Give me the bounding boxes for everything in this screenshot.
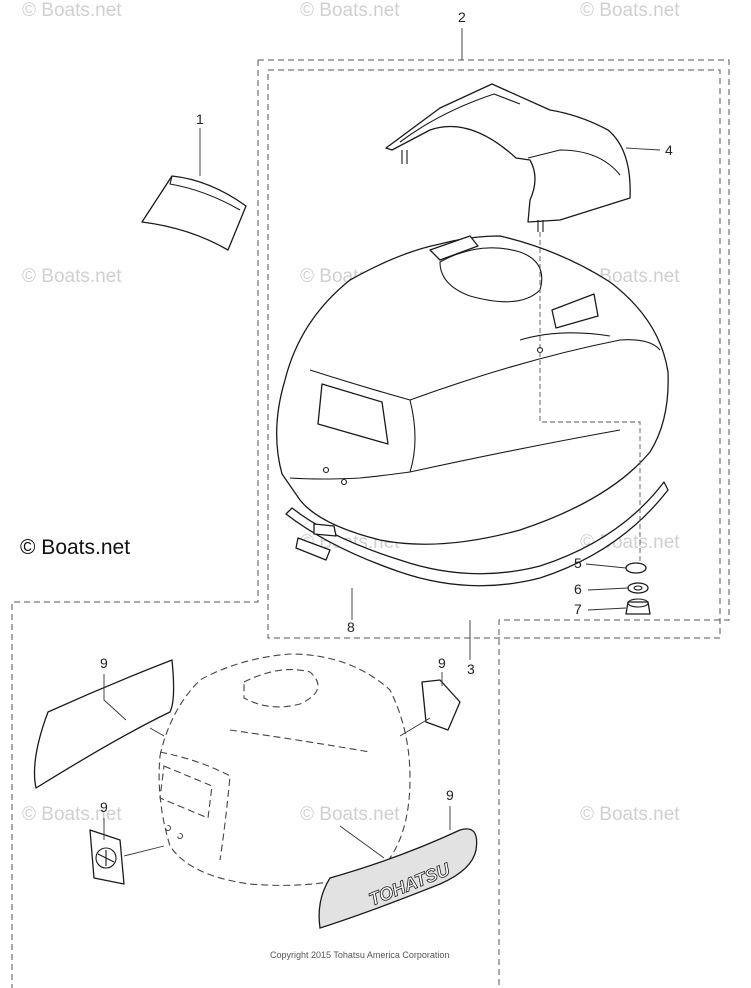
callout-7: 7 — [574, 601, 582, 617]
part-5-washer[interactable] — [625, 562, 647, 574]
lower-cowling-hole — [164, 824, 172, 832]
washer-hole — [633, 585, 643, 591]
leader-line-9d-target — [339, 825, 385, 859]
cowling-tab — [551, 293, 599, 329]
lower-cowling-crease — [159, 751, 231, 861]
callout-3: 3 — [467, 661, 475, 677]
watermark: © Boats.net — [580, 0, 680, 21]
cowling-crease-line — [519, 332, 611, 341]
fastener-path — [539, 232, 641, 562]
cowling-crease-line — [409, 429, 621, 473]
nut-top — [627, 598, 649, 608]
lower-cowling-opening — [243, 669, 319, 708]
callout-9: 9 — [438, 655, 446, 671]
cowling-hole — [322, 466, 330, 474]
watermark: © Boats.net — [580, 804, 680, 825]
callout-9: 9 — [100, 655, 108, 671]
callout-9: 9 — [446, 787, 454, 803]
leader-line-9b-target — [399, 717, 431, 737]
part-7-nut[interactable] — [625, 601, 651, 615]
callout-5: 5 — [574, 555, 582, 571]
watermark: © Boats.net — [300, 804, 400, 825]
leader-line-9a — [103, 674, 127, 721]
seal-rubber-tab — [313, 523, 337, 537]
part-6-washer[interactable] — [627, 582, 649, 594]
callout-4: 4 — [665, 142, 673, 158]
emblem-circle — [95, 847, 117, 869]
watermark: © Boats.net — [300, 0, 400, 21]
callout-1: 1 — [196, 111, 204, 127]
seal-rubber-tab — [295, 537, 331, 561]
leader-line-4 — [625, 147, 661, 151]
cowling-front-panel — [289, 369, 416, 480]
lower-cowling-badge-recess — [159, 765, 213, 819]
callout-6: 6 — [574, 581, 582, 597]
assembly-box-inner — [267, 69, 721, 639]
cowling-badge-recess — [317, 383, 389, 445]
lower-cowling-crease — [229, 729, 371, 753]
watermark: © Boats.net — [22, 804, 122, 825]
part-9-decal-emblem[interactable] — [89, 829, 125, 885]
cowling-crease-line — [409, 339, 661, 401]
leader-line-9c-target — [123, 845, 165, 857]
leader-line-9a-target — [149, 727, 165, 737]
cover-ridge-line — [399, 93, 521, 143]
cowling-tab — [429, 235, 479, 261]
cowling-hole — [340, 478, 348, 486]
lower-cowling-hole — [176, 832, 184, 840]
leader-line-7 — [587, 607, 627, 611]
part-4-cover[interactable] — [385, 83, 631, 223]
assembly-box-2 — [258, 59, 730, 988]
watermark-dark: © Boats.net — [20, 536, 130, 559]
leader-line-5 — [585, 563, 627, 569]
part-1-seal[interactable] — [141, 175, 247, 251]
part-9-decal-left[interactable] — [33, 659, 175, 789]
part-9-decal-side[interactable] — [421, 679, 461, 731]
leader-line-6 — [587, 587, 629, 591]
cover-ridge-line — [527, 149, 621, 176]
copyright-notice: Copyright 2015 Tohatsu America Corporati… — [270, 950, 449, 960]
callout-2: 2 — [458, 9, 466, 25]
part-9-decal-tohatsu[interactable] — [318, 828, 478, 929]
lower-cowling-outline — [158, 653, 411, 886]
watermark: © Boats.net — [22, 266, 122, 287]
part-8-seal-rubber[interactable] — [285, 481, 669, 587]
assembly-box-3 — [11, 60, 259, 988]
watermark: © Boats.net — [22, 0, 122, 21]
callout-8: 8 — [347, 619, 355, 635]
cover-studs — [401, 150, 544, 232]
emblem-mark — [97, 850, 115, 866]
callout-9: 9 — [100, 799, 108, 815]
seal-edge-line — [169, 175, 241, 211]
